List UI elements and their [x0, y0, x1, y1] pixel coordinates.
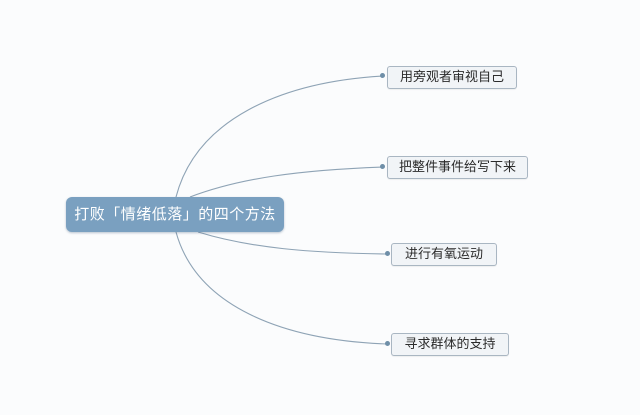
subtopic-3-label: 进行有氧运动	[404, 247, 483, 262]
connector-dot-1	[380, 73, 385, 78]
subtopic-2-label: 把整件事件给写下来	[398, 160, 516, 175]
connector-dot-2	[380, 164, 385, 169]
subtopic-1-label: 用旁观者审视自己	[399, 70, 504, 85]
branch-line-4	[175, 231, 388, 345]
subtopic-1[interactable]: 用旁观者审视自己	[387, 66, 517, 89]
connector-dot-3	[385, 251, 390, 256]
subtopic-3[interactable]: 进行有氧运动	[391, 243, 497, 266]
subtopic-2[interactable]: 把整件事件给写下来	[387, 156, 528, 179]
branch-line-1	[175, 75, 384, 198]
root-topic-label: 打败「情绪低落」的四个方法	[74, 205, 276, 223]
branch-line-2	[189, 166, 384, 198]
branch-line-3	[197, 231, 388, 255]
root-topic[interactable]: 打败「情绪低落」的四个方法	[66, 197, 284, 232]
connector-dot-4	[385, 341, 390, 346]
subtopic-4-label: 寻求群体的支持	[404, 337, 496, 352]
subtopic-4[interactable]: 寻求群体的支持	[391, 333, 509, 356]
